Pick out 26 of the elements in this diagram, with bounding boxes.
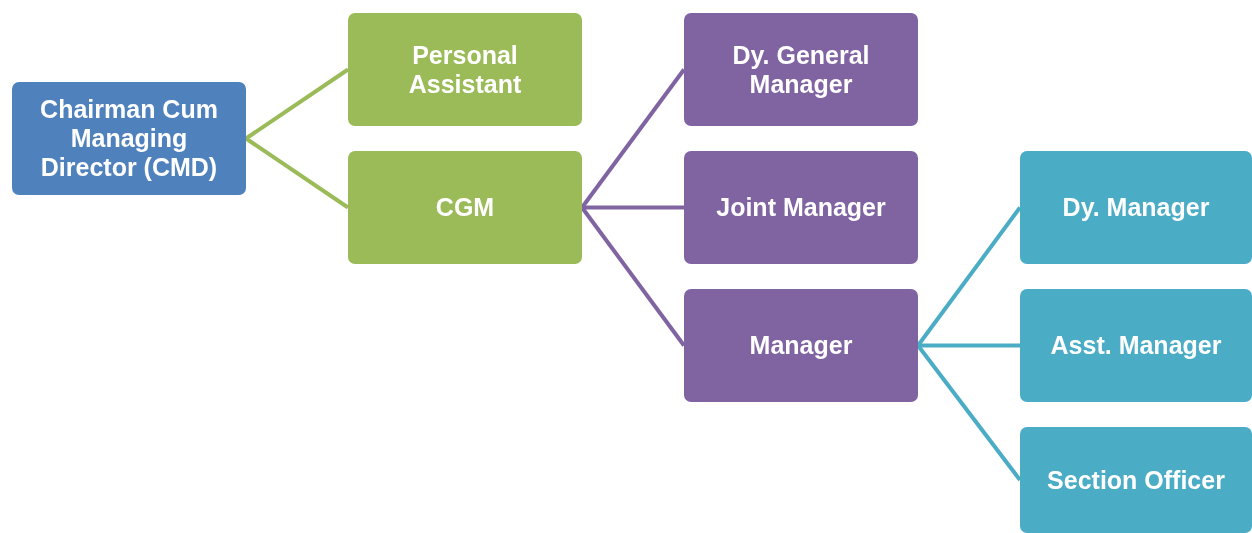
org-box (12, 82, 246, 195)
position-title: CGM (435, 193, 495, 222)
connector-line (916, 206, 1022, 347)
position-title: Asst. Manager (1050, 331, 1222, 360)
org-box (348, 13, 582, 126)
org-box (684, 289, 918, 402)
org-box (1020, 151, 1252, 264)
org-box (1020, 427, 1252, 533)
connector-line (244, 67, 350, 141)
connector-line (580, 206, 686, 347)
connector-line (582, 205, 684, 210)
position-title: Section Officer (1047, 465, 1225, 495)
connector-line (244, 136, 350, 210)
position-title: Dy. General Manager (731, 40, 871, 99)
connector-line (918, 343, 1020, 348)
org-box (1020, 289, 1252, 402)
position-title: Joint Manager (716, 193, 886, 222)
connector-line (916, 344, 1022, 482)
position-title: Personal Assistant (407, 40, 523, 99)
connector-line (580, 68, 686, 209)
position-title: Dy. Manager (1062, 193, 1210, 222)
position-title: Chairman Cum Managing Director (CMD) (39, 95, 219, 182)
org-box (684, 13, 918, 126)
org-box (684, 151, 918, 264)
org-box (348, 151, 582, 264)
position-title: Manager (749, 331, 853, 360)
